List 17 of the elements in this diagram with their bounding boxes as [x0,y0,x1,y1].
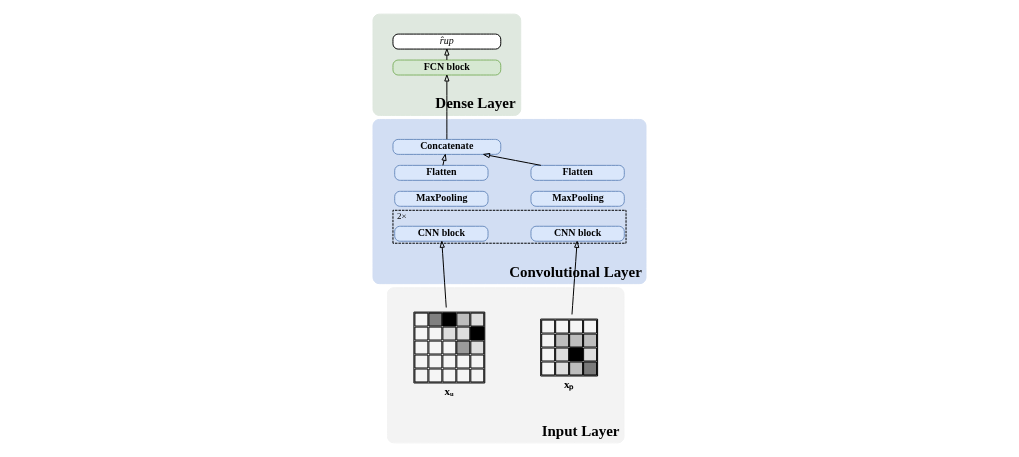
arrow [483,152,542,166]
arrow [439,240,447,308]
node-box: Flatten [530,164,625,181]
arrow [444,74,450,140]
node-box: MaxPooling [394,190,489,207]
node-box: CNN block [530,225,625,242]
arrow [571,240,580,315]
node-label: xᵤ [444,384,454,397]
node-box: r̂up [392,33,502,50]
node-box: FCN block [392,59,502,76]
arrow [444,48,450,61]
arrow [441,153,447,166]
node-box: MaxPooling [530,190,625,207]
node-label: xₚ [563,377,574,390]
node-box: CNN block [394,225,489,242]
node-box: Concatenate [392,138,502,155]
node-box: Flatten [394,164,489,181]
